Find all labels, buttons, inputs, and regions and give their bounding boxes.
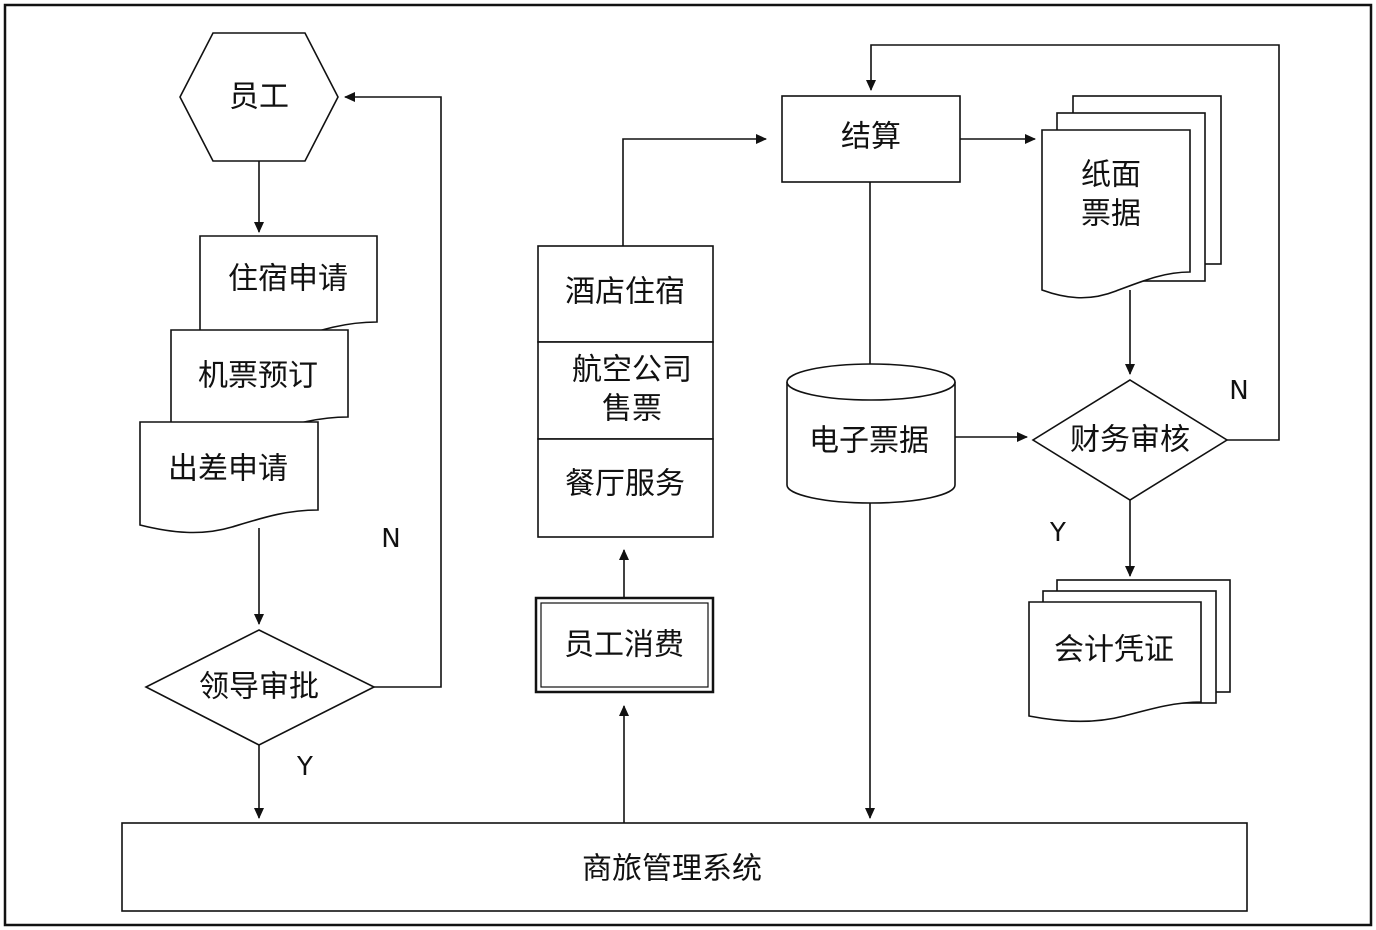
airline-sales-label-line2: 售票 — [602, 392, 662, 427]
employee-label: 员工 — [229, 80, 289, 115]
settlement-label: 结算 — [841, 120, 901, 155]
financial-audit-label: 财务审核 — [1070, 423, 1190, 458]
financial-audit-decision: 财务审核 — [1031, 379, 1229, 501]
employee-consumption-box: 员工消费 — [534, 596, 715, 694]
leader-approval-decision: 领导审批 — [144, 629, 376, 746]
arrow-services-to-settlement — [622, 134, 767, 246]
electronic-receipt-label: 电子票据 — [809, 424, 929, 459]
travel-request-label: 出差申请 — [168, 452, 288, 487]
approval-no-label: N — [381, 524, 400, 554]
arrow-audit-no-to-settlement — [866, 44, 1280, 441]
leader-approval-label: 领导审批 — [199, 670, 319, 705]
accommodation-request-doc: 住宿申请 — [199, 235, 378, 347]
paper-receipt-label-line2: 票据 — [1081, 197, 1141, 232]
paper-receipt-multidoc: 纸面 票据 — [1041, 95, 1222, 299]
arrow-approval-no-to-employee — [344, 92, 442, 688]
paper-receipt-label-line1: 纸面 — [1081, 158, 1141, 193]
travel-management-system-label: 商旅管理系统 — [582, 852, 762, 887]
approval-yes-label: Y — [296, 752, 313, 782]
employee-consumption-label: 员工消费 — [564, 628, 684, 663]
accounting-voucher-label: 会计凭证 — [1054, 633, 1174, 668]
restaurant-service-label: 餐厅服务 — [565, 467, 685, 502]
audit-no-label: N — [1229, 376, 1248, 406]
hotel-stay-label: 酒店住宿 — [565, 275, 685, 310]
outer-frame — [3, 3, 1373, 927]
settlement-box: 结算 — [781, 95, 961, 183]
employee-node: 员工 — [179, 32, 339, 162]
airline-sales-label-line1: 航空公司 — [572, 353, 692, 388]
services-stack: 酒店住宿 航空公司 售票 餐厅服务 — [537, 245, 714, 538]
audit-yes-label: Y — [1049, 518, 1066, 548]
travel-request-doc: 出差申请 — [139, 421, 319, 534]
electronic-receipt-database: 电子票据 — [786, 363, 956, 504]
accounting-voucher-multidoc: 会计凭证 — [1028, 579, 1231, 723]
accommodation-request-label: 住宿申请 — [228, 262, 348, 297]
ticket-booking-doc: 机票预订 — [170, 329, 349, 441]
ticket-booking-label: 机票预订 — [198, 359, 318, 394]
travel-management-system-bar: 商旅管理系统 — [121, 822, 1248, 912]
